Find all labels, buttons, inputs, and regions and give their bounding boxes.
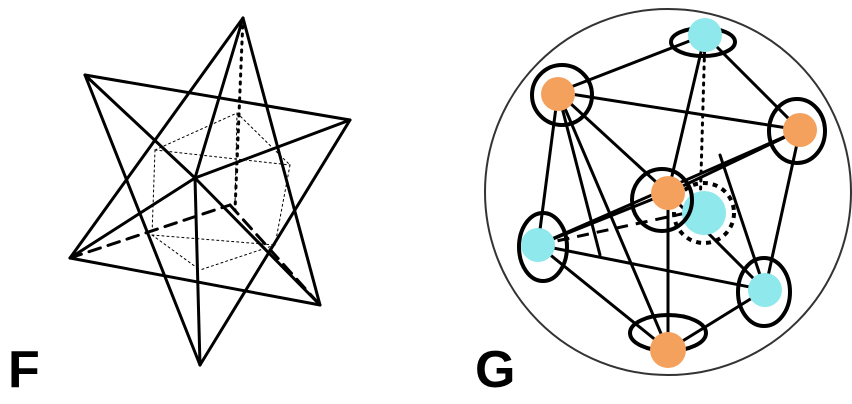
- octahedron-edge: [151, 234, 276, 246]
- icosahedral-cluster: [484, 8, 852, 376]
- panel-label-f: F: [8, 341, 40, 399]
- edge: [536, 243, 670, 352]
- edge: [556, 90, 670, 352]
- octahedron-edge: [234, 112, 238, 206]
- atom: [530, 63, 594, 127]
- edge: [763, 128, 802, 292]
- atom: [517, 211, 569, 283]
- octahedron-edge: [151, 234, 201, 271]
- atom: [767, 97, 827, 165]
- panel-label-g: G: [475, 341, 516, 399]
- edge: [556, 90, 802, 132]
- edge: [556, 90, 670, 195]
- edge: [718, 153, 767, 292]
- edge: [666, 288, 767, 352]
- edge: [193, 118, 352, 180]
- octahedron-edge: [274, 164, 291, 246]
- atom: [628, 313, 708, 368]
- edge: [241, 16, 322, 307]
- edge: [536, 243, 767, 292]
- edge: [556, 90, 602, 257]
- octahedron-edge: [154, 112, 238, 151]
- hidden-edge: [68, 203, 232, 260]
- edge: [193, 176, 202, 367]
- hidden-edge: [228, 203, 322, 307]
- octahedron-edge: [199, 244, 276, 271]
- edge: [666, 33, 707, 195]
- edge: [198, 118, 352, 367]
- octahedron-edge: [151, 149, 156, 236]
- octahedron-edge: [236, 112, 291, 166]
- stellated-octahedron: [68, 16, 352, 367]
- enclosing-circle: [484, 8, 852, 376]
- atom: [669, 18, 737, 58]
- edge: [536, 191, 670, 247]
- edge: [83, 73, 202, 367]
- edge: [68, 176, 197, 260]
- hidden-edge: [698, 33, 707, 212]
- edge: [536, 90, 560, 247]
- edge: [556, 33, 707, 94]
- edge: [703, 33, 802, 132]
- edge: [83, 73, 197, 180]
- edge: [83, 73, 352, 122]
- atom: [736, 256, 792, 328]
- hidden-edge: [233, 16, 245, 212]
- edge: [68, 16, 245, 260]
- atom: [630, 167, 694, 233]
- edge: [68, 256, 322, 307]
